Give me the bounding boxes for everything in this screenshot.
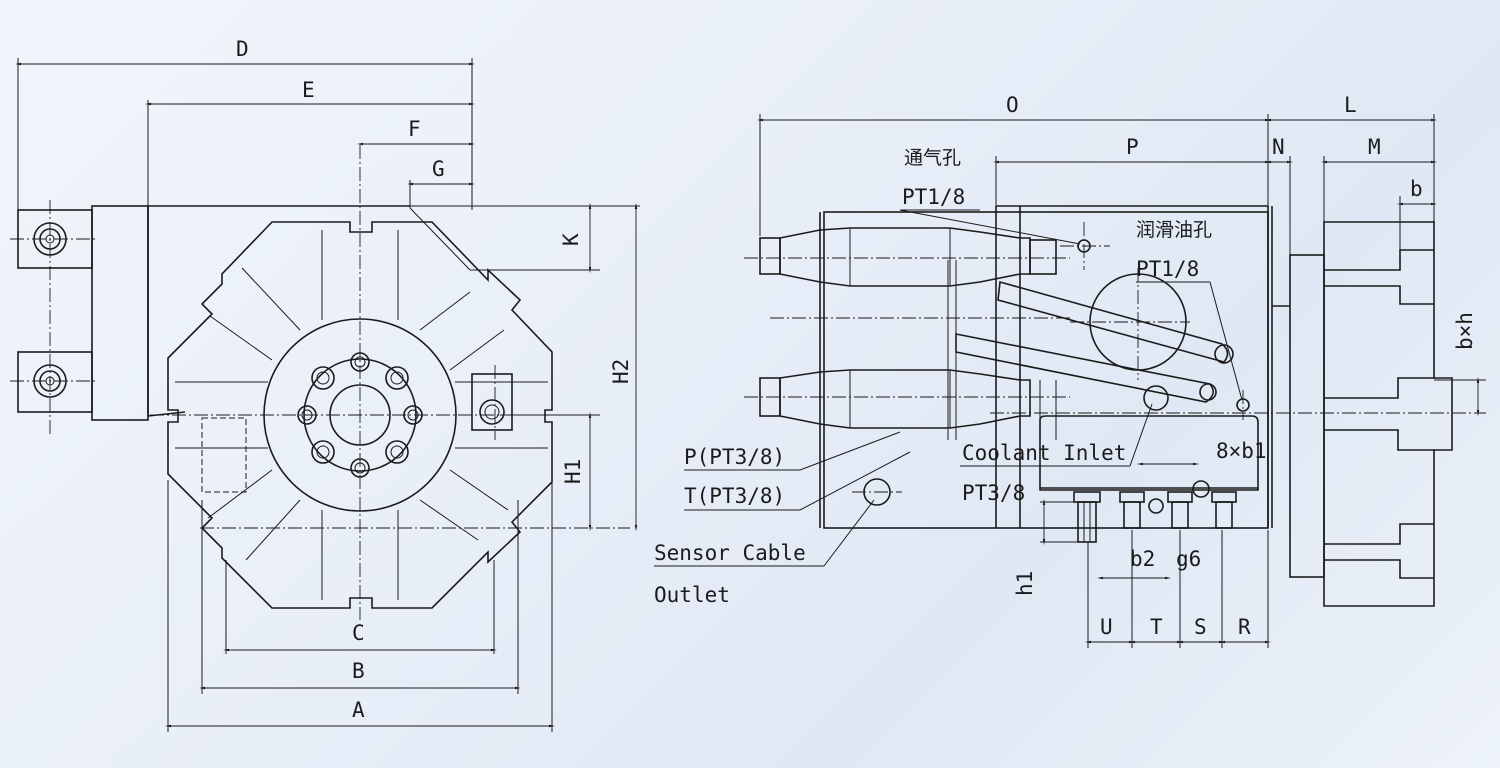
side-view: O P N L M b b×h 通气孔 PT1/8 润滑油孔 PT1/8 P(P… (654, 93, 1486, 648)
link-arm-upper (997, 280, 1229, 363)
label-8xb1: 8×b1 (1216, 439, 1267, 463)
coolant-inlet-port (1143, 385, 1169, 411)
hub-bolt-holes (297, 352, 423, 478)
label-P: P (1126, 135, 1139, 159)
cylinder-lower (759, 369, 1031, 429)
label-sensor-cable: Sensor Cable (654, 541, 806, 565)
label-vent-thread: PT1/8 (902, 185, 965, 209)
mounting-bolts (1073, 491, 1237, 543)
label-D: D (236, 37, 249, 61)
link-arm-lower (955, 333, 1214, 403)
turret-station-lines (175, 230, 548, 600)
label-S: S (1194, 615, 1207, 639)
label-b2: b2 (1130, 547, 1155, 571)
label-C: C (352, 621, 365, 645)
label-M: M (1368, 135, 1381, 159)
turret-disk-outline (167, 221, 553, 609)
label-vent-hole: 通气孔 (904, 147, 961, 169)
label-bxh: b×h (1453, 312, 1477, 350)
label-N: N (1272, 135, 1285, 159)
front-view: D E F G K H2 H1 C B A (10, 37, 640, 732)
label-t-port: T(PT3/8) (684, 484, 785, 508)
label-lube-thread: PT1/8 (1136, 257, 1199, 281)
turret-tool-disk (1323, 221, 1453, 607)
tool-slots (1324, 249, 1434, 579)
label-U: U (1100, 615, 1113, 639)
label-G: G (432, 157, 445, 181)
label-b: b (1410, 177, 1423, 201)
label-E: E (302, 78, 315, 102)
label-T: T (1150, 615, 1163, 639)
label-h1: h1 (1013, 571, 1037, 596)
label-g6: g6 (1176, 547, 1201, 571)
label-F: F (408, 117, 421, 141)
mounting-ear-bottom (17, 351, 93, 413)
label-L: L (1344, 93, 1357, 117)
label-coolant-inlet: Coolant Inlet (962, 441, 1126, 465)
motor-housing (91, 205, 149, 421)
label-K: K (559, 233, 583, 246)
label-coolant-thread: PT3/8 (962, 481, 1025, 505)
label-sensor-outlet: Outlet (654, 583, 730, 607)
label-A: A (352, 698, 365, 722)
label-p-port: P(PT3/8) (684, 445, 785, 469)
label-R: R (1238, 615, 1251, 639)
label-H2: H2 (609, 359, 633, 384)
turret-flange (1289, 254, 1325, 578)
label-B: B (352, 659, 365, 683)
label-lube-hole: 润滑油孔 (1136, 219, 1212, 241)
label-H1: H1 (561, 459, 585, 484)
cylinder-upper (759, 227, 1057, 287)
label-O: O (1006, 93, 1019, 117)
